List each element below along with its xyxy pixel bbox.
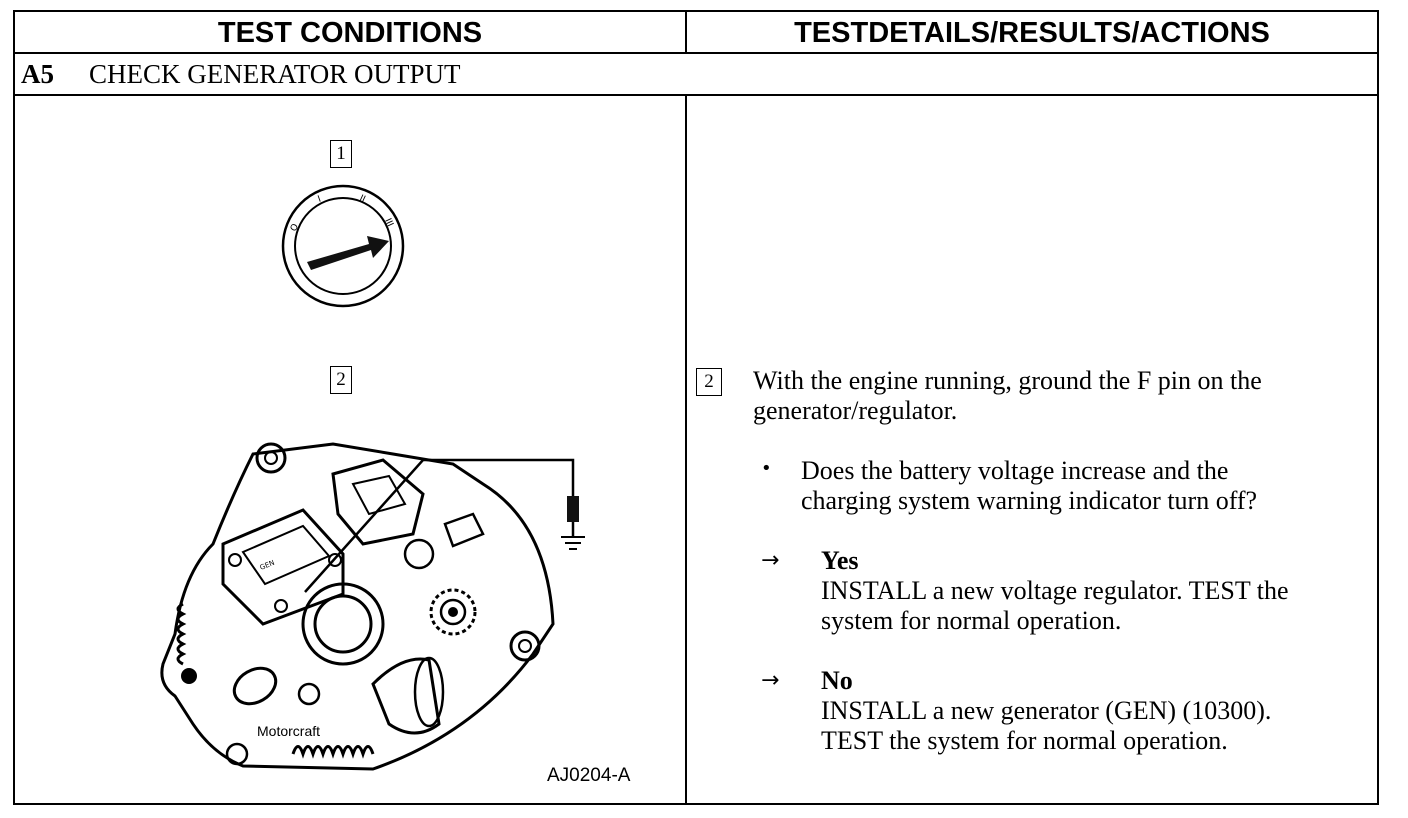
header-test-details: TESTDETAILS/RESULTS/ACTIONS [687, 12, 1377, 54]
step-title-row: A5 CHECK GENERATOR OUTPUT [15, 54, 1377, 96]
ground-symbol-icon [561, 536, 585, 550]
ignition-switch-icon: O I II III [281, 184, 405, 308]
no-arrow-icon: → [761, 668, 780, 693]
instruction-line-2: generator/regulator. [753, 396, 958, 425]
no-label: No [821, 666, 853, 695]
no-action-line-1: INSTALL a new generator (GEN) (10300). [821, 696, 1272, 725]
question-line-2: charging system warning indicator turn o… [801, 486, 1258, 515]
column-divider [685, 96, 687, 803]
yes-label: Yes [821, 546, 859, 575]
ignition-mark-3: III [382, 217, 394, 228]
yes-action-line-2: system for normal operation. [821, 606, 1122, 635]
step-title: CHECK GENERATOR OUTPUT [89, 59, 461, 89]
question-bullet: • [761, 458, 772, 479]
header-test-conditions: TEST CONDITIONS [15, 12, 687, 54]
figure-box-2: 2 [330, 366, 352, 394]
ignition-mark-1: I [317, 195, 323, 205]
yes-arrow-icon: → [761, 548, 780, 573]
question-line-1: Does the battery voltage increase and th… [801, 456, 1229, 485]
generator-icon: GEN Motorcra [160, 442, 579, 771]
svg-text:GEN: GEN [259, 559, 276, 572]
ignition-mark-0: O [289, 222, 301, 233]
ignition-mark-2: II [358, 194, 367, 205]
figure-id: AJ0204-A [547, 765, 631, 786]
yes-action-line-1: INSTALL a new voltage regulator. TEST th… [821, 576, 1289, 605]
instruction-line-1: With the engine running, ground the F pi… [753, 366, 1262, 395]
details-box-2: 2 [696, 368, 722, 396]
diagnostic-table: TEST CONDITIONS TESTDETAILS/RESULTS/ACTI… [13, 10, 1379, 805]
no-action-line-2: TEST the system for normal operation. [821, 726, 1228, 755]
figure-box-1: 1 [330, 140, 352, 168]
step-code: A5 [21, 59, 54, 89]
generator-brand-text: Motorcraft [257, 723, 320, 739]
